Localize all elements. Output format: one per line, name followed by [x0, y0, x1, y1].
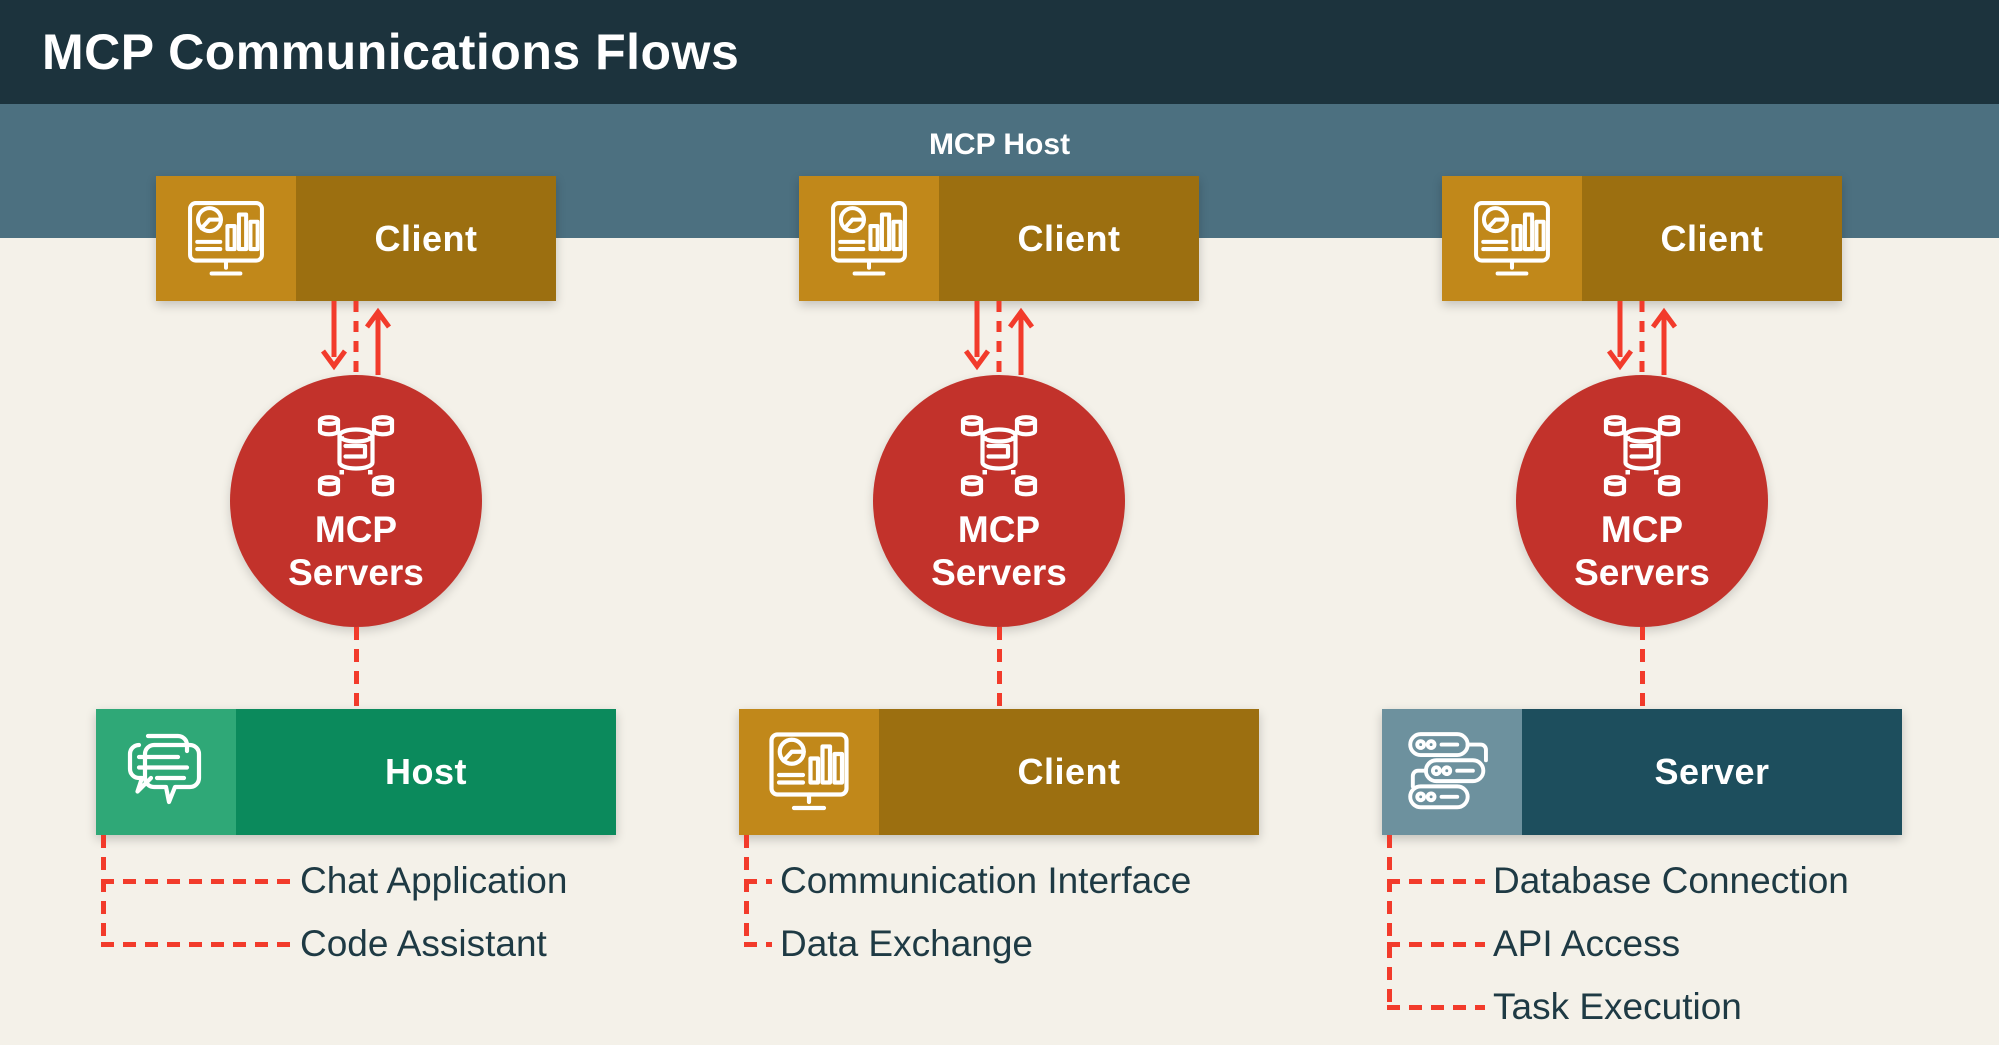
- node-label: Client: [939, 176, 1199, 301]
- node-label: Host: [236, 709, 616, 835]
- mcp-servers-label: MCP Servers: [931, 509, 1067, 593]
- request-response-arrows: [1600, 301, 1684, 379]
- monitor-chart-icon: [156, 176, 296, 301]
- arrow-down-dashed-up-icon: [963, 301, 1035, 375]
- node-label: Server: [1522, 709, 1902, 835]
- flow-column-1: Client MCP Servers: [96, 176, 616, 1045]
- callout-row: Database Connection: [1387, 859, 1849, 903]
- title-bar: MCP Communications Flows: [0, 0, 1999, 104]
- database-cluster-icon: [960, 415, 1038, 497]
- node-label: Client: [296, 176, 556, 301]
- request-response-arrows: [314, 301, 398, 379]
- callout-label: API Access: [1493, 923, 1681, 964]
- mcp-servers-label: MCP Servers: [288, 509, 424, 593]
- client-node-bottom: Client: [739, 709, 1259, 835]
- callout-row: Data Exchange: [744, 922, 1033, 966]
- client-node: Client: [156, 176, 556, 301]
- client-node: Client: [799, 176, 1199, 301]
- mcp-servers-node: MCP Servers: [230, 375, 482, 627]
- callout-label: Chat Application: [300, 860, 568, 901]
- chat-bubbles-icon: [96, 709, 236, 835]
- callout-branch-line: [101, 878, 292, 884]
- arrow-down-dashed-up-icon: [320, 301, 392, 375]
- flow-column-2: Client MCP Servers: [739, 176, 1259, 1045]
- callout-branch-line: [1387, 878, 1485, 884]
- monitor-chart-icon: [739, 709, 879, 835]
- mcp-servers-label: MCP Servers: [1574, 509, 1710, 593]
- callout-branch-line: [744, 878, 772, 884]
- database-cluster-icon: [317, 415, 395, 497]
- callout-row: Communication Interface: [744, 859, 1191, 903]
- client-node: Client: [1442, 176, 1842, 301]
- host-node: Host: [96, 709, 616, 835]
- callout-row: Task Execution: [1387, 985, 1742, 1029]
- callout-branch-line: [1387, 1004, 1485, 1010]
- callout-branch-line: [1387, 941, 1485, 947]
- callout-label: Task Execution: [1493, 986, 1742, 1027]
- callout-bracket: [101, 835, 106, 946]
- page-title: MCP Communications Flows: [42, 24, 740, 80]
- mcp-servers-node: MCP Servers: [873, 375, 1125, 627]
- callout-label: Communication Interface: [780, 860, 1192, 901]
- callout-row: Code Assistant: [101, 922, 547, 966]
- callout-row: API Access: [1387, 922, 1680, 966]
- node-label: Client: [879, 709, 1259, 835]
- node-label: Client: [1582, 176, 1842, 301]
- callout-row: Chat Application: [101, 859, 567, 903]
- callout-label: Code Assistant: [300, 923, 547, 964]
- servers-to-server-link: [1640, 627, 1645, 709]
- request-response-arrows: [957, 301, 1041, 379]
- monitor-chart-icon: [799, 176, 939, 301]
- callout-branch-line: [744, 941, 772, 947]
- servers-to-host-link: [354, 627, 359, 709]
- callout-bracket: [744, 835, 749, 946]
- callout-bracket: [1387, 835, 1392, 1009]
- callout-label: Database Connection: [1493, 860, 1849, 901]
- arrow-down-dashed-up-icon: [1606, 301, 1678, 375]
- flow-column-3: Client MCP Servers: [1382, 176, 1902, 1045]
- database-cluster-icon: [1603, 415, 1681, 497]
- monitor-chart-icon: [1442, 176, 1582, 301]
- mcp-servers-node: MCP Servers: [1516, 375, 1768, 627]
- servers-to-client-link: [997, 627, 1002, 709]
- callout-label: Data Exchange: [780, 923, 1034, 964]
- server-node: Server: [1382, 709, 1902, 835]
- mcp-host-label: MCP Host: [928, 128, 1071, 161]
- callout-branch-line: [101, 941, 292, 947]
- server-rack-icon: [1382, 709, 1522, 835]
